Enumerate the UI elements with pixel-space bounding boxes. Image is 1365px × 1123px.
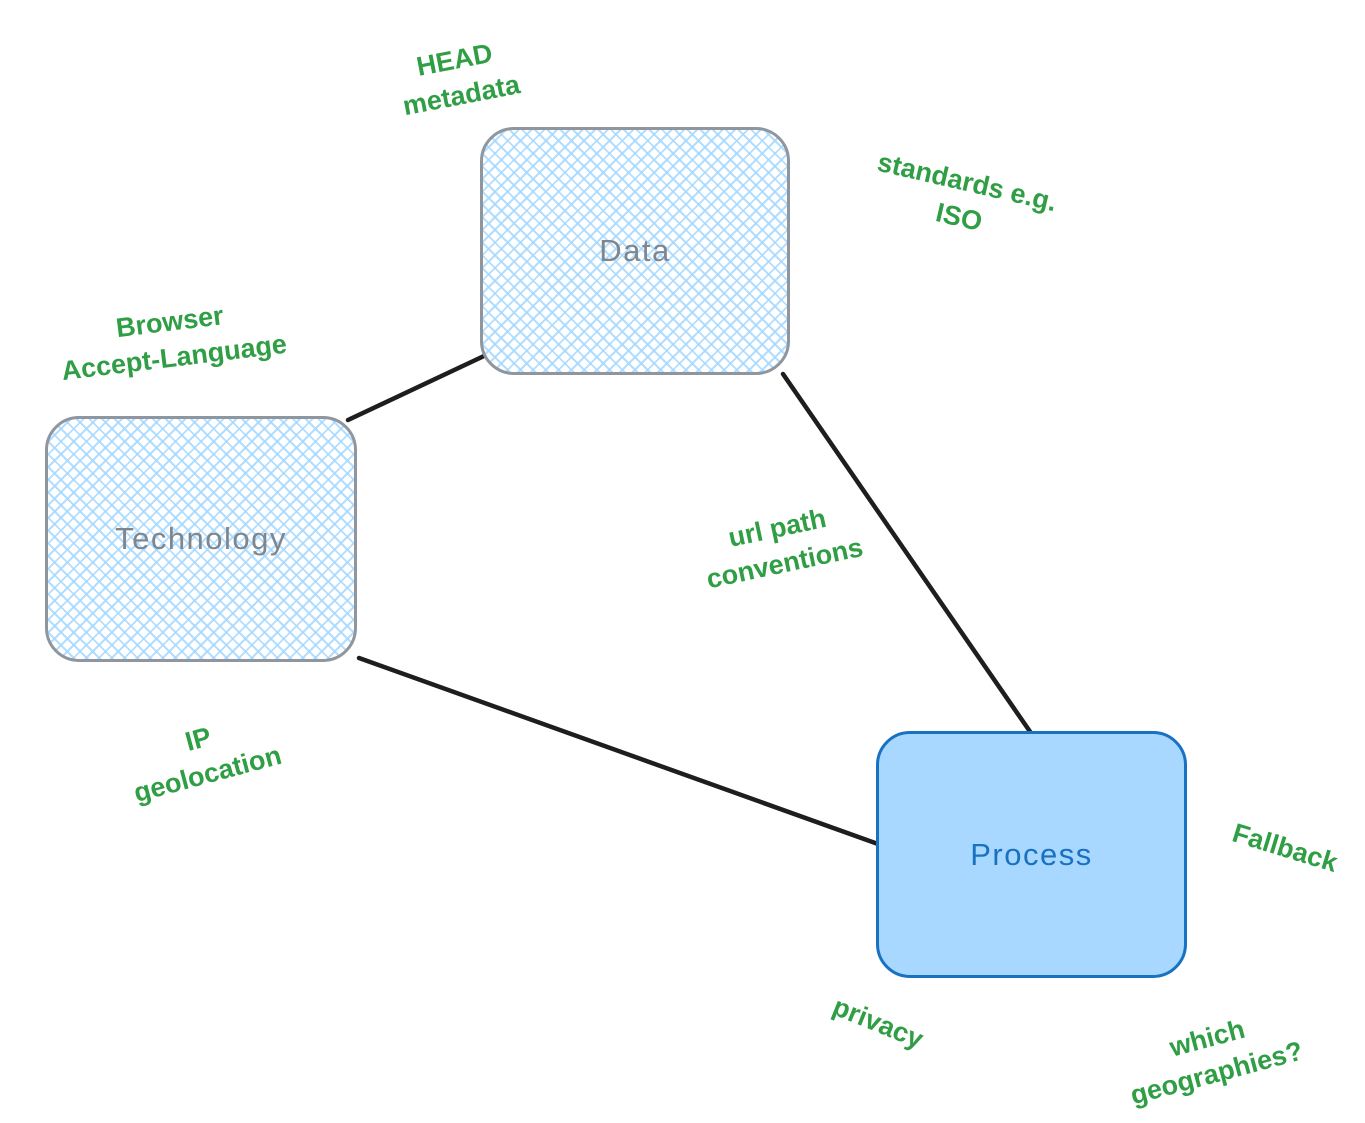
node-process-label: Process <box>970 836 1093 872</box>
node-technology-label: Technology <box>115 521 287 556</box>
node-data[interactable]: Data <box>480 127 790 375</box>
node-technology[interactable]: Technology <box>45 416 357 662</box>
connector-technology-process[interactable] <box>356 655 881 847</box>
connector-technology-data[interactable] <box>345 353 487 423</box>
node-data-label: Data <box>599 233 671 268</box>
connector-data-process[interactable] <box>780 371 1034 736</box>
node-process[interactable]: Process <box>876 731 1187 978</box>
